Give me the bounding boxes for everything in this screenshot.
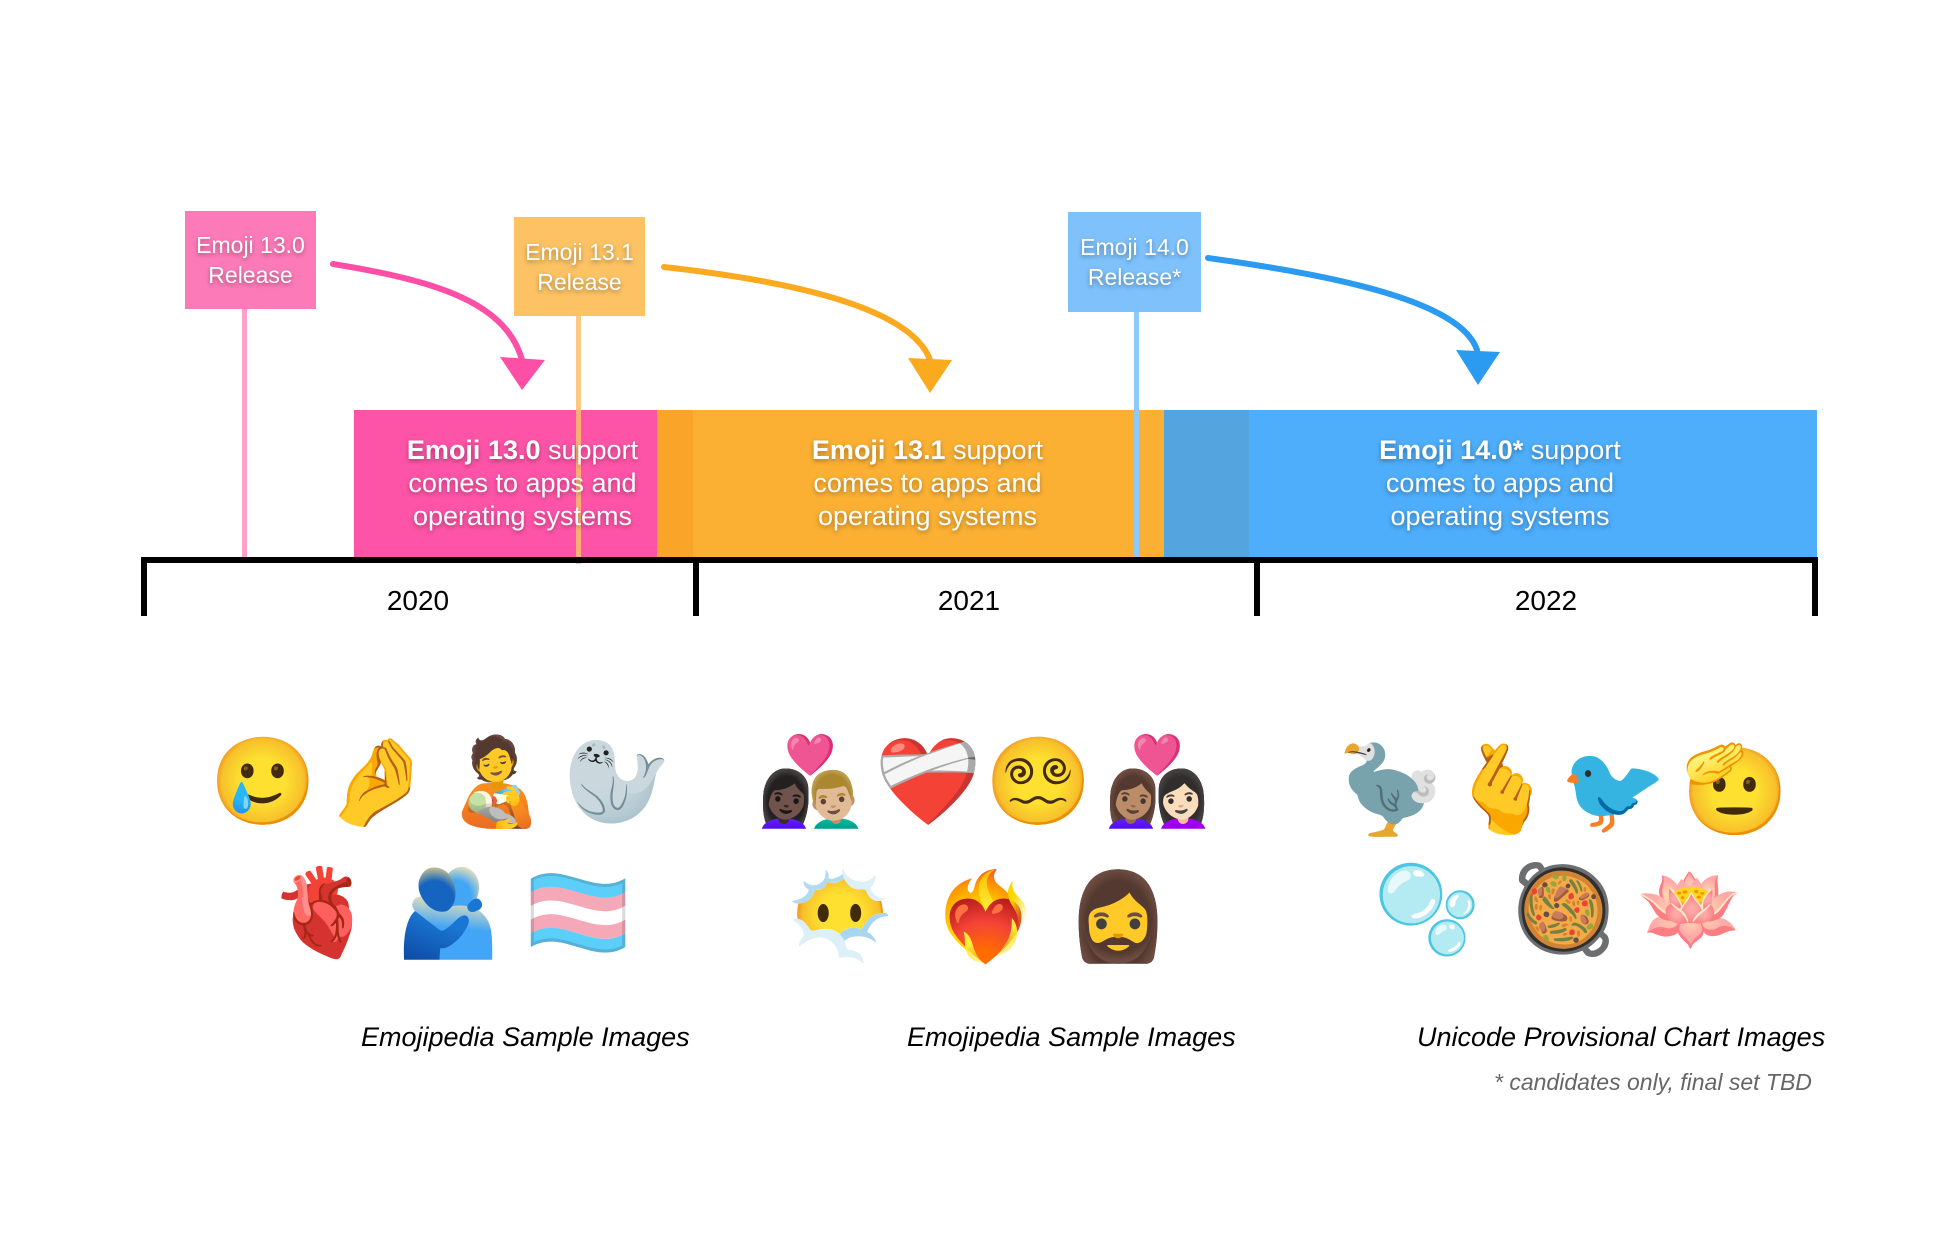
caption-group-2: Emojipedia Sample Images bbox=[907, 1022, 1236, 1052]
people-hugging-icon: 🫂 bbox=[394, 863, 502, 963]
seal-icon: 🦭 bbox=[563, 732, 671, 832]
couple-with-heart-icon: 👩🏿‍❤️‍👨🏼 bbox=[756, 732, 864, 832]
footnote: * candidates only, final set TBD bbox=[1494, 1069, 1812, 1095]
release-box-13-1: Emoji 13.1 Release bbox=[514, 217, 645, 316]
release-line-13-1 bbox=[576, 316, 581, 564]
band-bold: Emoji 13.1 bbox=[811, 435, 946, 465]
band-bold: Emoji 14.0* bbox=[1379, 435, 1524, 465]
tick-2022 bbox=[1254, 557, 1260, 616]
release-line-13-0 bbox=[242, 309, 247, 557]
tick-2021 bbox=[693, 557, 699, 616]
blackbird-icon: 🐦 bbox=[1559, 740, 1667, 840]
release-line-14-0 bbox=[1134, 312, 1139, 557]
band-text-13-0: Emoji 13.0 support comes to apps and ope… bbox=[406, 435, 639, 531]
caption-group-3: Unicode Provisional Chart Images bbox=[1417, 1022, 1826, 1052]
timeline-axis bbox=[141, 557, 1818, 563]
release-box-13-0: Emoji 13.0 Release bbox=[185, 211, 316, 309]
pinched-fingers-icon: 🤌 bbox=[323, 732, 431, 832]
release-box-14-0: Emoji 14.0 Release* bbox=[1068, 212, 1201, 312]
lotus-icon: 🪷 bbox=[1636, 860, 1744, 960]
band-13-1 bbox=[693, 410, 1164, 557]
crossed-fingers-hand-icon: 🫰 bbox=[1448, 740, 1556, 840]
band-text-13-1: Emoji 13.1 support comes to apps and ope… bbox=[811, 435, 1044, 531]
face-with-spiral-eyes-icon: 😵‍💫 bbox=[984, 732, 1092, 832]
vulture-icon: 🦤 bbox=[1336, 740, 1444, 840]
band-13-0 bbox=[354, 410, 657, 557]
band-overlap-13-1-14-0 bbox=[1164, 410, 1249, 557]
tick-start bbox=[141, 557, 147, 616]
saucepan-icon: 🥘 bbox=[1509, 860, 1617, 960]
smiling-face-with-tear-icon: 🥲 bbox=[209, 732, 317, 832]
heart-on-fire-icon: ❤️‍🔥 bbox=[931, 867, 1039, 967]
person-feeding-baby-icon: 🧑‍🍼 bbox=[443, 732, 551, 832]
anatomical-heart-icon: 🫀 bbox=[268, 863, 376, 963]
saluting-face-icon: 🫡 bbox=[1681, 740, 1789, 840]
band-bold: Emoji 13.0 bbox=[406, 435, 541, 465]
transgender-flag-icon: 🏳️‍⚧️ bbox=[524, 863, 632, 963]
mending-heart-icon: ❤️‍🩹 bbox=[874, 732, 982, 832]
year-2021: 2021 bbox=[937, 585, 1001, 616]
bubbles-icon: 🫧 bbox=[1373, 860, 1481, 960]
couple-with-heart-women-icon: 👩🏽‍❤️‍👩🏻 bbox=[1103, 732, 1211, 832]
year-2022: 2022 bbox=[1514, 585, 1578, 616]
band-14-0 bbox=[1249, 410, 1817, 557]
tick-end bbox=[1812, 557, 1818, 616]
arrow-13-0 bbox=[330, 261, 545, 390]
face-in-clouds-icon: 😶‍🌫️ bbox=[786, 867, 894, 967]
year-2020: 2020 bbox=[386, 585, 450, 616]
woman-beard-icon: 🧔‍♀️ bbox=[1064, 867, 1172, 967]
band-overlap-13-0-13-1 bbox=[657, 410, 693, 557]
band-text-14-0: Emoji 14.0* support comes to apps and op… bbox=[1379, 435, 1621, 531]
caption-group-1: Emojipedia Sample Images bbox=[361, 1022, 690, 1052]
arrow-13-1 bbox=[661, 264, 952, 393]
arrow-14-0 bbox=[1205, 255, 1500, 385]
